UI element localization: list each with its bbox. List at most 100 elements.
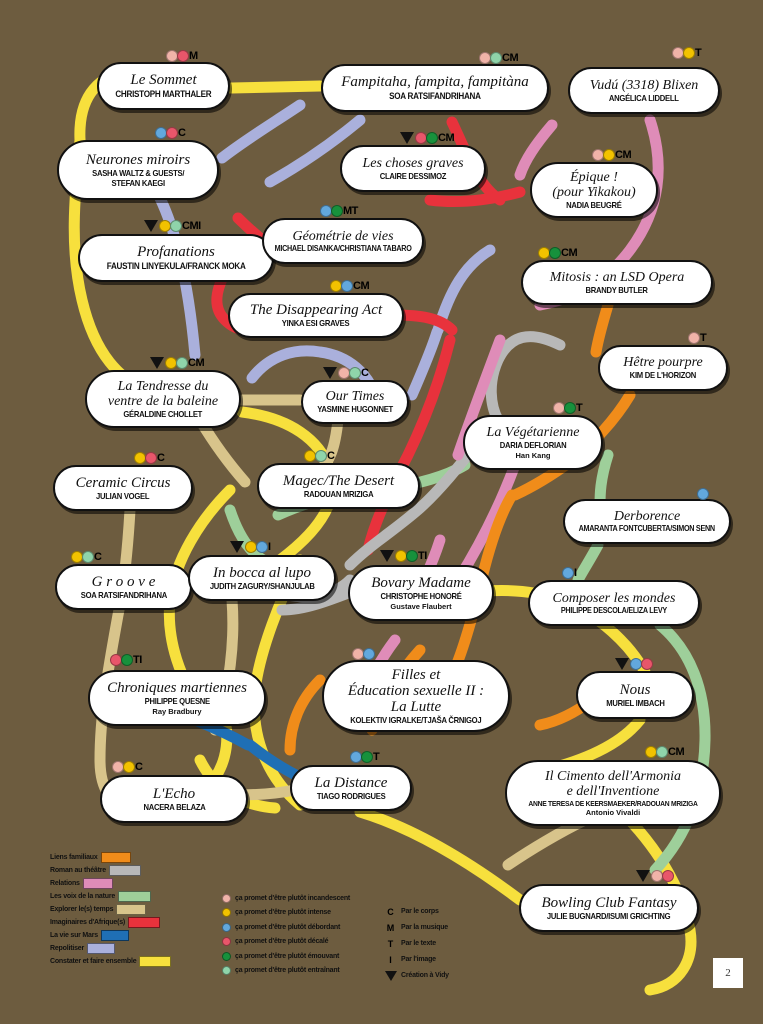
key-letters: CM (438, 131, 455, 144)
show-author: GÉRALDINE CHOLLET (123, 408, 203, 419)
show-card: Géométrie de vies MICHAEL DISANKA/CHRIST… (262, 218, 424, 264)
show-card: Nous MURIEL IMBACH (576, 671, 694, 719)
dot-emouvant (426, 131, 438, 144)
show-title: Filles et Éducation sexuelle II : La Lut… (347, 666, 485, 715)
legend-dot-label: ça promet d'être plutôt incandescent (235, 894, 351, 902)
show-tags (615, 657, 653, 670)
dot-decale (145, 451, 157, 464)
show-tags: CM (150, 356, 205, 369)
key-m-icon: M (386, 922, 395, 933)
key-letters: M (189, 49, 198, 62)
show-tags: C (112, 760, 143, 773)
key-letters: TI (418, 549, 427, 562)
legend-key-item: Création à Vidy (384, 969, 449, 982)
dot-emouvant-icon (222, 951, 231, 961)
key-i-icon: I (389, 954, 392, 965)
show-tags: MT (320, 204, 358, 217)
show-tags: T (688, 331, 707, 344)
show-author: SOA RATSIFANDRIHANA (389, 90, 481, 101)
show-title: Le Sommet (130, 72, 197, 89)
legend-line-label: Repolitiser (50, 945, 84, 952)
key-letters: C (135, 760, 143, 773)
show-author: NACERA BELAZA (142, 801, 206, 812)
show-card: La Tendresse du ventre de la baleine GÉR… (85, 370, 241, 428)
legend-line-swatch (128, 917, 161, 928)
show-tags: CM (645, 745, 685, 758)
show-author: MURIEL IMBACH (605, 697, 665, 708)
show-title: Vudú (3318) Blixen (589, 77, 699, 93)
key-letters: TI (133, 653, 142, 666)
show-tags: CM (400, 131, 455, 144)
show-card: G r o o v e SOA RATSIFANDRIHANA (55, 564, 192, 610)
legend-line-swatch (108, 865, 141, 876)
show-author: SASHA WALTZ & GUESTS/ STEFAN KAEGI (91, 168, 185, 188)
show-tags (697, 487, 709, 500)
dot-emouvant (121, 653, 133, 666)
legend-key-label: Par le texte (401, 940, 436, 947)
show-card: Vudú (3318) Blixen ANGÉLICA LIDDELL (568, 67, 720, 114)
creation-vidy-icon (615, 657, 629, 670)
legend-line-label: La vie sur Mars (50, 932, 98, 939)
show-author: JULIE BUGNARD/ISUMI GRICHTING (547, 910, 671, 921)
show-title: L'Echo (152, 785, 196, 802)
legend-line-label: Explorer le(s) temps (50, 906, 114, 913)
show-title: In bocca al lupo (213, 564, 311, 581)
show-author: PHILIPPE DESCOLA/ELIZA LEVY (560, 605, 668, 615)
dot-debordant (697, 487, 709, 500)
dot-entrainant-icon (222, 966, 231, 975)
legend-line-label: Relations (50, 880, 80, 887)
show-tags: T (350, 750, 380, 763)
legend-dot-label: ça promet d'être plutôt intense (235, 909, 331, 916)
legend-line-item: Imaginaires d'Afrique(s) (50, 917, 171, 928)
key-letters: CM (561, 246, 578, 259)
legend-line-item: La vie sur Mars (50, 930, 171, 941)
show-card: Les choses graves CLAIRE DESSIMOZ (340, 145, 486, 192)
legend-dot-item: ça promet d'être plutôt débordant (222, 921, 350, 933)
dot-debordant-icon (222, 922, 231, 932)
show-title: Our Times (325, 389, 385, 405)
legend-line-label: Liens familiaux (50, 854, 98, 861)
show-card: Le Sommet CHRISTOPH MARTHALER (97, 62, 230, 110)
legend-line-swatch (116, 904, 147, 915)
show-card: Magec/The Desert RADOUAN MRIZIGA (257, 463, 420, 509)
show-tags (636, 869, 674, 882)
dot-debordant (363, 647, 375, 660)
show-source: Antonio Vivaldi (585, 808, 641, 818)
key-letters: MT (343, 204, 358, 217)
legend-keys: C Par le corps M Par la musique T Par le… (384, 905, 449, 985)
dot-decale (662, 869, 674, 882)
dot-intense (123, 760, 135, 773)
creation-vidy-icon (636, 869, 650, 882)
show-tags: T (553, 401, 583, 414)
show-author: FAUSTIN LINYEKULA/FRANCK MOKA (106, 260, 246, 271)
show-title: Bowling Club Fantasy (541, 894, 677, 911)
show-tags: C (134, 451, 165, 464)
legend-dots: ça promet d'être plutôt incandescent ça … (222, 892, 350, 979)
legend-key-label: Création à Vidy (401, 972, 449, 979)
legend-key-label: Par la musique (401, 924, 448, 931)
legend-line-label: Les voix de la nature (50, 893, 116, 900)
legend-key-item: M Par la musique (384, 921, 449, 934)
creation-vidy-icon (230, 540, 244, 553)
key-letters: T (700, 331, 707, 344)
show-author: MICHAEL DISANKA/CHRISTIANA TABARO (274, 243, 412, 253)
legend-line-item: Repolitiser (50, 943, 171, 954)
show-title: Composer les mondes (552, 590, 676, 606)
show-author: CLAIRE DESSIMOZ (379, 170, 447, 181)
show-author: AMARANTA FONTCUBERTA/SIMON SENN (578, 524, 716, 534)
legend-line-item: Relations (50, 878, 171, 889)
key-letters: T (373, 750, 380, 763)
key-letters: C (157, 451, 165, 464)
show-tags: CM (538, 246, 578, 259)
show-card: La Distance TIAGO RODRIGUES (290, 765, 412, 811)
legend-key-label: Par l'image (401, 956, 436, 963)
show-title: Ceramic Circus (75, 474, 171, 491)
show-tags: I (230, 540, 271, 553)
key-letters: C (94, 550, 102, 563)
show-author: JUDITH ZAGURY/SHANJULAB (209, 580, 315, 591)
show-card: Bovary Madame CHRISTOPHE HONORÉ Gustave … (348, 565, 494, 621)
show-tags: C (304, 449, 335, 462)
dot-entrainant (349, 366, 361, 379)
show-card: The Disappearing Act YINKA ESI GRAVES (228, 293, 404, 338)
show-title: Il Cimento dell'Armonia e dell'Invention… (545, 768, 681, 799)
